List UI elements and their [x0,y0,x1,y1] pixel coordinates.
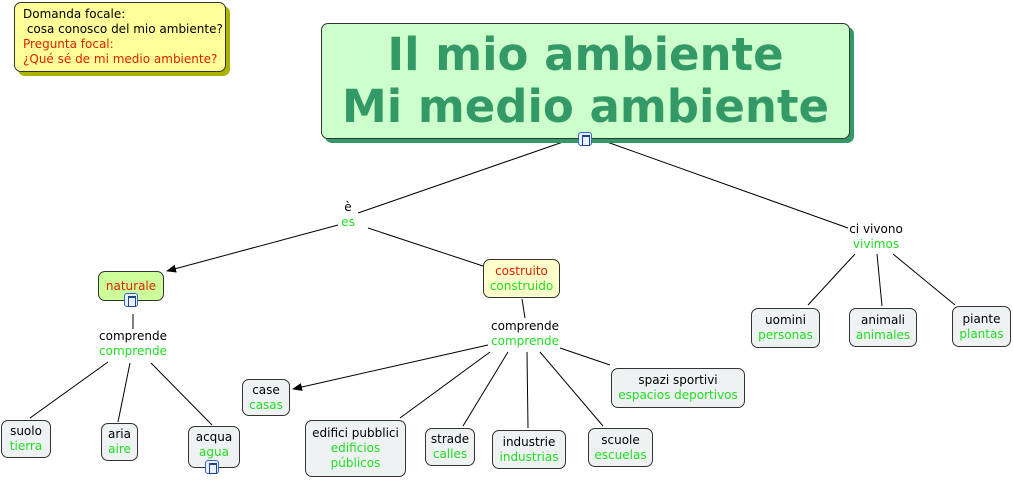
concept-label: uomini [765,313,806,327]
concept-label-es: construido [489,278,554,293]
concept-label: acqua [195,430,233,444]
focus-question-label-es: Pregunta focal: [23,37,114,51]
concept-label-es: aire [108,442,131,456]
concept-label-es: industrias [499,449,559,464]
concept-label-es: plantas [959,326,1004,341]
concept-label-es: espacios deportivos [618,388,738,402]
submap-icon[interactable] [205,460,219,474]
concept-label: edifici pubblici [312,426,399,440]
concept-label: spazi sportivi [638,373,718,387]
concept-label: scuole [601,432,640,447]
link-vivono-it: ci vivono [849,222,903,236]
link-comprende-es: comprende [99,344,167,358]
concept-label: case [252,382,280,397]
concept-label-es: edificios [330,441,381,455]
focus-question-es: ¿Qué sé de mi medio ambiente? [23,52,218,66]
concept-label-es: animales [855,327,911,342]
concept-label: aria [108,427,131,441]
concept-label-es: casas [249,397,283,412]
focus-question-it: cosa conosco del mio ambiente? [23,22,223,36]
concept-label: naturale [105,278,157,293]
link-e-it: è [344,200,352,214]
title-es: Mi medio ambiente [342,80,829,133]
concept-label: industrie [502,434,556,449]
link-comprende-it: comprende [99,329,167,343]
concept-label-es: tierra [9,439,43,453]
concept-label-es-2: públicos [330,456,381,470]
focus-question-box[interactable]: Domanda focale: cosa conosco del mio amb… [14,2,226,72]
title-it: Il mio ambiente [387,28,784,81]
concept-label-es: agua [199,445,229,459]
resource-document-icon[interactable] [578,132,592,146]
concept-label: animali [860,312,905,327]
concept-label: suolo [10,424,42,438]
submap-icon[interactable] [124,293,138,307]
focus-question-label-it: Domanda focale: [23,7,126,21]
main-concept-title[interactable]: Il mio ambiente Mi medio ambiente [321,23,850,139]
concept-label: costruito [495,263,548,278]
concept-label-es: personas [758,328,813,342]
concept-label: piante [962,311,1001,326]
link-comprende-es: comprende [491,334,559,348]
link-comprende-it: comprende [491,319,559,333]
concept-label-es: escuelas [594,447,647,462]
concept-label: strade [430,432,470,446]
concept-label-es: calles [432,447,468,461]
link-e-es: es [341,215,355,229]
link-vivono-es: vivimos [852,237,900,251]
